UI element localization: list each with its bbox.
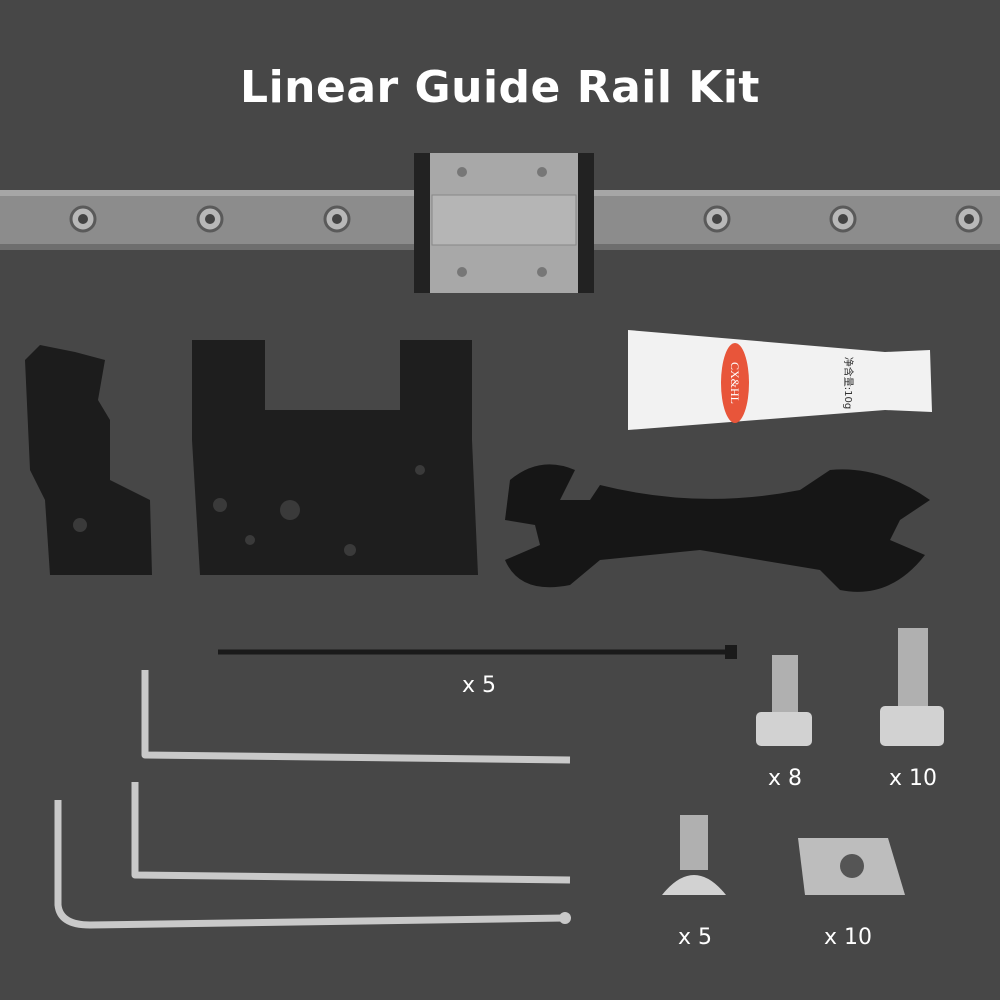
button-screw-quantity: x 5 [678,925,713,950]
t-nut [798,838,905,895]
carriage-plate [192,340,478,575]
cable-tie-quantity: x 5 [462,673,497,698]
hex-keys [54,670,571,929]
long-screw-quantity: x 10 [889,766,938,791]
mounting-holes [73,465,425,556]
rail-carriage [414,153,594,293]
side-bracket [25,345,152,575]
short-screw-quantity: x 8 [768,766,803,791]
tube-brand-logo: CX&HL [728,362,742,404]
wrench [505,464,930,592]
short-screw [756,655,812,746]
grease-tube [628,330,932,430]
page-title: Linear Guide Rail Kit [240,62,760,113]
long-screw [880,628,944,746]
button-screw [662,815,726,895]
tube-net-weight: 净含量:10g [842,356,853,410]
t-nut-quantity: x 10 [824,925,873,950]
